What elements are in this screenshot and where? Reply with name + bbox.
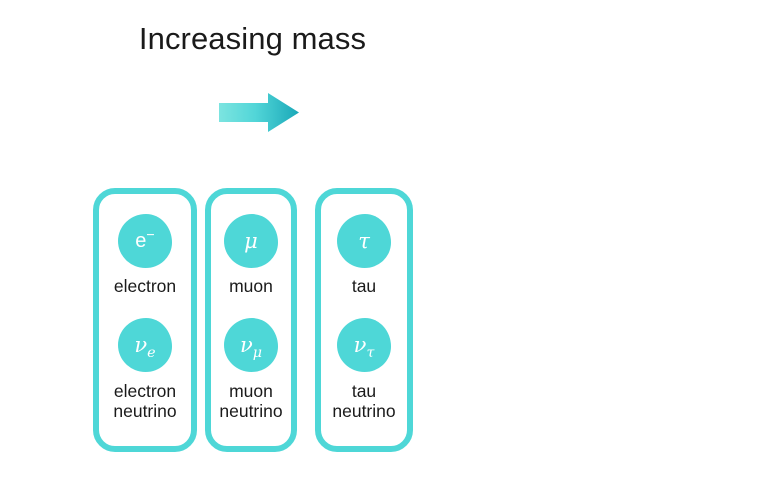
particle-label-tau: tau — [351, 276, 377, 296]
charge-superscript: − — [146, 227, 155, 244]
particle-muon: μ — [224, 214, 278, 268]
particle-label-tau-neutrino: tau neutrino — [332, 381, 396, 421]
particle-muon-neutrino: νμ — [224, 318, 278, 372]
particle-tau-neutrino: ντ — [337, 318, 391, 372]
particle-symbol: ντ — [353, 332, 375, 361]
particle-symbol: νe — [134, 332, 156, 361]
flavor-subscript: μ — [252, 344, 263, 361]
particle-symbol: τ — [358, 228, 370, 253]
flavor-subscript: e — [147, 344, 156, 361]
particle-blob — [224, 318, 278, 372]
particle-electron: e− — [118, 214, 172, 268]
particle-label-electron: electron — [113, 276, 177, 296]
particle-blob — [224, 214, 278, 268]
particle-label-muon: muon — [229, 276, 273, 296]
generation-column-3: τ tau ντ tau neutrino — [315, 188, 413, 452]
particle-tau: τ — [337, 214, 391, 268]
particle-electron-neutrino: νe — [118, 318, 172, 372]
particle-symbol: μ — [244, 228, 258, 253]
particle-blob — [337, 318, 391, 372]
generation-column-1: e− electron νe electron neutrino — [93, 188, 197, 452]
particle-symbol: e− — [135, 227, 155, 252]
figure-title: Increasing mass — [138, 21, 367, 56]
right-arrow-icon — [216, 90, 302, 136]
particle-symbol: νμ — [239, 332, 263, 361]
particle-blob — [118, 318, 172, 372]
particle-label-muon-neutrino: muon neutrino — [219, 381, 283, 421]
particle-label-electron-neutrino: electron neutrino — [113, 381, 177, 421]
generation-column-2: μ muon νμ muon neutrino — [205, 188, 297, 452]
particle-blob — [118, 214, 172, 268]
flavor-subscript: τ — [366, 344, 375, 361]
particle-blob — [337, 214, 391, 268]
